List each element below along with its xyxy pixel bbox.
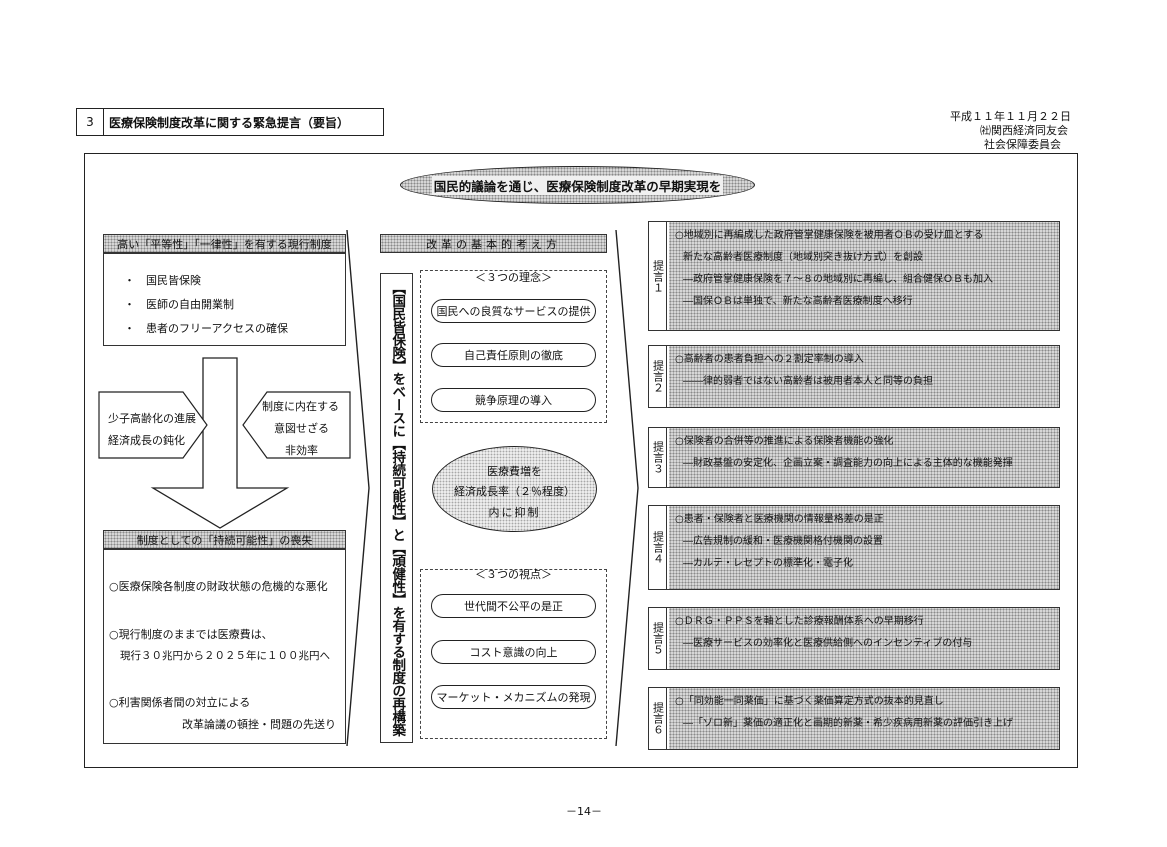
principle-item: 国民への良質なサービスの提供 xyxy=(431,299,596,323)
ellipse-line-1: 医療費増を xyxy=(487,465,542,478)
vertical-message: 【国民皆保険】をベースに【持続可能性】と【頑健性】を有する制度の再構築 xyxy=(389,280,406,736)
left-diagram-arrows xyxy=(98,357,351,529)
proposal-content: ○地域別に再編成した政府管掌健康保険を被用者ＯＢの受け皿とする 新たな高齢者医療… xyxy=(669,222,1059,330)
proposal-content: ○ＤＲＧ・ＰＰＳを軸とした診療報酬体系への早期移行 ―医療サービスの効率化と医療… xyxy=(669,608,1059,669)
list-item: ・ 医師の自由開業制 xyxy=(124,298,234,311)
factor-left-text-1: 少子高齢化の進展 xyxy=(108,412,196,425)
header-org2: 社会保障委員会 xyxy=(984,138,1061,151)
principles-label: ＜３つの理念＞ xyxy=(475,271,552,284)
factor-right-arrow xyxy=(242,391,351,459)
viewpoint-item: 世代間不公平の是正 xyxy=(431,594,596,618)
ellipse-line-3: 内に抑制 xyxy=(488,506,541,519)
loss-item-3a: ○利害関係者間の対立による xyxy=(109,696,251,709)
page-number: －14－ xyxy=(566,805,602,818)
proposal-content: ○「同効能一同薬価」に基づく薬価算定方式の抜本的見直し ―「ゾロ新」薬価の適正化… xyxy=(669,688,1059,749)
loss-item-3b: 改革論議の頓挫・問題の先送り xyxy=(182,718,336,731)
loss-item-2a: ○現行制度のままでは医療費は、 xyxy=(109,628,273,641)
factor-left-text-2: 経済成長の鈍化 xyxy=(108,434,185,447)
proposal-2: 提言２ ○高齢者の患者負担への２割定率制の導入 ――律的弱者ではない高齢者は被用… xyxy=(648,345,1060,408)
chevron-right xyxy=(615,229,639,747)
proposal-content: ○高齢者の患者負担への２割定率制の導入 ――律的弱者ではない高齢者は被用者本人と… xyxy=(669,346,1059,407)
main-frame xyxy=(84,153,1078,768)
loss-item-2b: 現行３０兆円から２０２５年に１００兆円へ xyxy=(120,650,330,662)
viewpoints-box xyxy=(420,569,607,739)
vertical-message-box: 【国民皆保険】をベースに【持続可能性】と【頑健性】を有する制度の再構築 xyxy=(380,273,413,743)
proposal-6: 提言６ ○「同効能一同薬価」に基づく薬価算定方式の抜本的見直し ―「ゾロ新」薬価… xyxy=(648,687,1060,750)
sustainability-loss-box: ○医療保険各制度の財政状態の危機的な悪化 ○現行制度のままでは医療費は、 現行３… xyxy=(103,549,346,744)
section-number: 3 xyxy=(77,109,104,135)
list-item: ・ 国民皆保険 xyxy=(124,274,201,287)
ellipse-line-2: 経済成長率（２％程度） xyxy=(454,485,575,498)
sustainability-loss-title: 制度としての「持続可能性」の喪失 xyxy=(103,530,346,549)
factor-right-text-3: 非効率 xyxy=(285,444,318,457)
factor-left-arrow xyxy=(98,391,208,459)
principles-box xyxy=(420,270,607,423)
cost-control-ellipse: 医療費増を 経済成長率（２％程度） 内に抑制 xyxy=(432,446,597,532)
section-header: 3 医療保険制度改革に関する緊急提言（要旨） xyxy=(76,108,384,136)
basic-approach-title: 改革の基本的考え方 xyxy=(380,234,607,253)
proposal-content: ○保険者の合併等の推進による保険者機能の強化 ―財政基盤の安定化、企画立案・調査… xyxy=(669,428,1059,487)
viewpoint-item: マーケット・メカニズムの発現 xyxy=(431,685,596,709)
proposal-5: 提言５ ○ＤＲＧ・ＰＰＳを軸とした診療報酬体系への早期移行 ―医療サービスの効率… xyxy=(648,607,1060,670)
banner-ellipse: 国民的議論を通じ、医療保険制度改革の早期実現を xyxy=(400,166,755,204)
proposal-label: 提言５ xyxy=(649,608,667,669)
header-date: 平成１１年１１月２２日 xyxy=(950,110,1071,123)
principle-item: 競争原理の導入 xyxy=(431,388,596,412)
section-title: 医療保険制度改革に関する緊急提言（要旨） xyxy=(109,116,350,130)
proposal-label: 提言３ xyxy=(649,428,667,487)
proposal-label: 提言１ xyxy=(649,222,667,330)
current-system-box: ・ 国民皆保険 ・ 医師の自由開業制 ・ 患者のフリーアクセスの確保 xyxy=(103,253,346,346)
list-item: ・ 患者のフリーアクセスの確保 xyxy=(124,322,289,335)
factor-right-text-2: 意図せざる xyxy=(274,422,329,435)
viewpoints-label: ＜３つの視点＞ xyxy=(475,568,552,581)
down-arrow xyxy=(150,357,290,529)
banner-text: 国民的議論を通じ、医療保険制度改革の早期実現を xyxy=(431,175,724,195)
proposal-1: 提言１ ○地域別に再編成した政府管掌健康保険を被用者ＯＢの受け皿とする 新たな高… xyxy=(648,221,1060,331)
header-org1: ㈳関西経済同友会 xyxy=(980,124,1068,137)
current-system-title: 高い「平等性」「一律性」を有する現行制度 xyxy=(103,234,346,253)
proposal-label: 提言６ xyxy=(649,688,667,749)
viewpoint-item: コスト意識の向上 xyxy=(431,640,596,664)
proposal-3: 提言３ ○保険者の合併等の推進による保険者機能の強化 ―財政基盤の安定化、企画立… xyxy=(648,427,1060,488)
chevron-left xyxy=(346,229,370,747)
proposal-label: 提言４ xyxy=(649,506,667,589)
principle-item: 自己責任原則の徹底 xyxy=(431,343,596,367)
proposal-label: 提言２ xyxy=(649,346,667,407)
loss-item-1: ○医療保険各制度の財政状態の危機的な悪化 xyxy=(109,580,328,593)
proposal-4: 提言４ ○患者・保険者と医療機関の情報量格差の是正 ―広告規制の緩和・医療機関格… xyxy=(648,505,1060,590)
proposal-content: ○患者・保険者と医療機関の情報量格差の是正 ―広告規制の緩和・医療機関格付機関の… xyxy=(669,506,1059,589)
factor-right-text-1: 制度に内在する xyxy=(262,400,339,413)
